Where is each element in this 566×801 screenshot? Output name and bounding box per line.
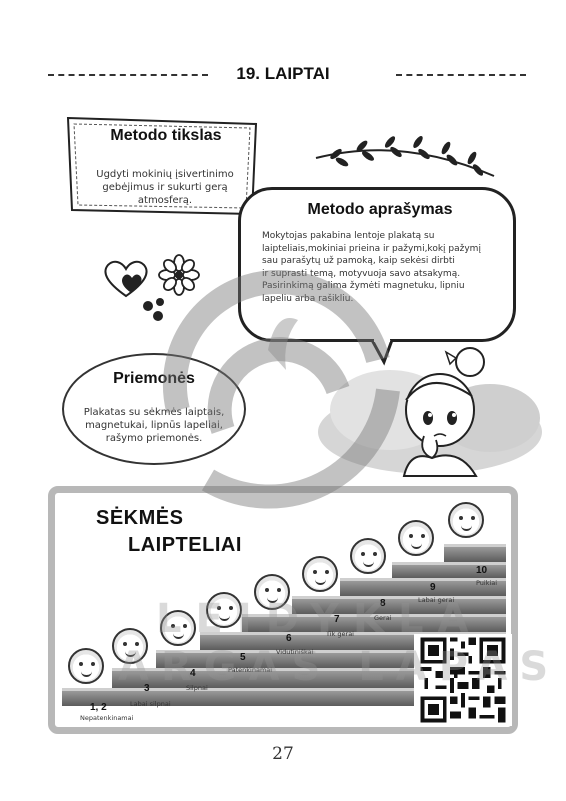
stair-step [62, 688, 506, 706]
header-divider-left [48, 74, 208, 76]
stairs-title-line2: LAIPTELIAI [128, 534, 242, 556]
step-label: Patenkinamai [228, 666, 273, 674]
qr-code[interactable] [414, 634, 512, 726]
step-label: Puikiai [476, 579, 498, 587]
stair-step [242, 614, 506, 632]
stairs-title-line1: SĖKMĖS [96, 507, 184, 529]
dots-icon [143, 298, 164, 321]
step-label: Labai silpnai [130, 700, 171, 708]
description-line: ir suprasti temą, motyvuoja savo atsakym… [262, 268, 461, 279]
stair-step [340, 578, 506, 596]
face-icon-sad [68, 648, 104, 684]
description-line: Mokytojas pakabina lentoje plakatą su [262, 231, 435, 241]
goal-text: Ugdyti mokinių įsivertinimo gebėjimus ir… [80, 168, 250, 207]
face-icon [254, 574, 290, 610]
girl-illustration [318, 347, 542, 477]
materials-oval [62, 353, 246, 465]
step-number: 1, 2 [90, 702, 107, 713]
materials-line: Plakatas su sėkmės laiptais, [83, 407, 225, 418]
stair-step [112, 668, 506, 688]
step-label: Tik gerai [326, 630, 354, 638]
goal-line: Ugdyti mokinių įsivertinimo [96, 169, 234, 180]
description-line: laipteliais,mokiniai prieina ir pažymi,k… [262, 243, 481, 254]
step-label: Vidutiniškai [276, 648, 314, 656]
step-label: Labai gerai [418, 596, 455, 604]
description-bubble [238, 187, 516, 342]
watermark-text-line2: ARGAS LAPAS [118, 644, 561, 690]
face-icon [398, 520, 434, 556]
heart-icon [104, 260, 148, 298]
goal-line: atmosferą. [137, 195, 193, 206]
step-number: 6 [286, 633, 292, 644]
face-icon [206, 592, 242, 628]
goal-line: gebėjimus ir sukurti gerą [102, 182, 228, 193]
materials-heading: Priemonės [113, 370, 195, 387]
flower-icon [158, 254, 200, 296]
description-line: lapeliu arba rašikliu. [262, 293, 354, 304]
step-number: 4 [190, 668, 196, 679]
face-icon [302, 556, 338, 592]
stair-step [292, 596, 506, 614]
watermark-text-line1: LEIDYKLA [156, 596, 483, 642]
materials-line: magnetukai, lipnūs lapeliai, [85, 420, 223, 431]
stair-step [392, 562, 506, 578]
leaf-branch-icon [315, 136, 495, 177]
description-text: Mokytojas pakabina lentoje plakatą su la… [262, 230, 494, 305]
stair-step [444, 544, 506, 562]
description-line: sau parašytų už pamoką, kaip sekėsi dirb… [262, 256, 455, 266]
step-label: Gerai [374, 614, 392, 622]
step-number: 10 [476, 565, 488, 576]
goal-heading: Metodo tikslas [110, 127, 222, 144]
step-number: 7 [334, 614, 340, 625]
step-number: 3 [144, 683, 150, 694]
page-number: 27 [272, 744, 294, 764]
face-icon [160, 610, 196, 646]
face-icon [112, 628, 148, 664]
step-label: Silpnai [186, 684, 208, 692]
step-number: 8 [380, 598, 386, 609]
header-divider-right [396, 74, 526, 76]
step-label: Nepatenkinamai [80, 714, 134, 722]
materials-line: rašymo priemonės. [105, 433, 203, 444]
materials-text: Plakatas su sėkmės laiptais, magnetukai,… [78, 406, 230, 445]
step-number: 9 [430, 582, 436, 593]
face-icon [350, 538, 386, 574]
description-heading: Metodo aprašymas [307, 201, 453, 218]
publisher-watermark-logo [162, 269, 400, 509]
step-number: 5 [240, 652, 246, 663]
face-icon-happy [448, 502, 484, 538]
bubble-tail [370, 338, 394, 366]
page-title: 19. LAIPTAI [236, 64, 330, 83]
description-line: Pasirinkimą galima žymėti magnetuku, lip… [262, 281, 465, 291]
